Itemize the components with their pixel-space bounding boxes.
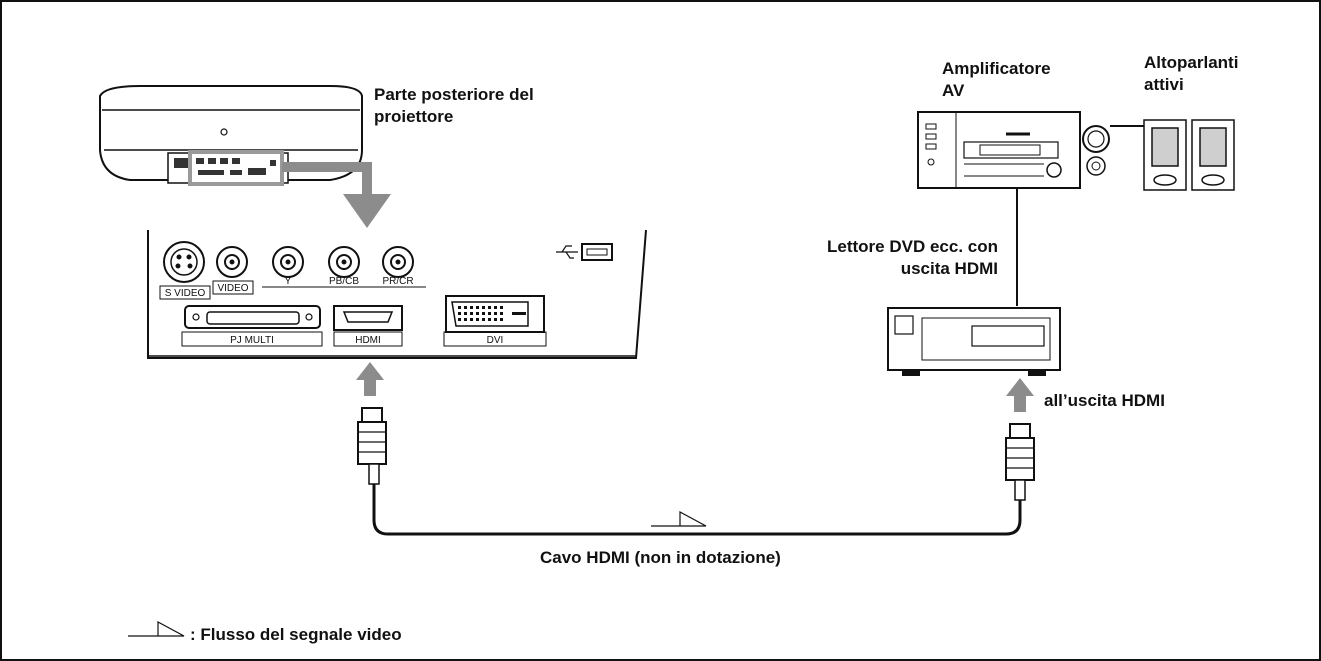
label-active-speakers: Altoparlanti attivi bbox=[1144, 52, 1238, 96]
label-line: proiettore bbox=[374, 107, 454, 126]
label-line: Parte posteriore del bbox=[374, 85, 534, 104]
zoom-arrow bbox=[282, 162, 391, 228]
label-line: Amplificatore bbox=[942, 59, 1051, 78]
label-line: Lettore DVD ecc. con bbox=[827, 237, 998, 256]
legend-label: : Flusso del segnale video bbox=[190, 625, 402, 644]
label-line: AV bbox=[942, 81, 965, 100]
hdmi-in-arrow bbox=[356, 362, 384, 396]
port-label-dvi: DVI bbox=[487, 335, 504, 346]
dvd-player-icon bbox=[887, 307, 1061, 376]
label-line: Altoparlanti bbox=[1144, 53, 1239, 72]
port-label-video: VIDEO bbox=[217, 283, 248, 294]
label-hdmi-cable: Cavo HDMI (non in dotazione) bbox=[540, 548, 781, 567]
av-amplifier-icon bbox=[917, 111, 1110, 189]
hdmi-cable bbox=[357, 407, 1035, 536]
port-label-pb-cb: PB/CB bbox=[329, 276, 359, 287]
label-line: uscita HDMI bbox=[900, 259, 998, 278]
active-speakers-icon bbox=[1143, 119, 1235, 191]
port-label-hdmi: HDMI bbox=[355, 335, 381, 346]
port-label-s-video: S VIDEO bbox=[165, 288, 206, 299]
label-to-hdmi-output: all’uscita HDMI bbox=[1044, 391, 1165, 410]
label-line: attivi bbox=[1144, 75, 1184, 94]
legend-arrow-icon bbox=[128, 620, 185, 637]
label-av-amplifier: Amplificatore AV bbox=[942, 58, 1051, 102]
hdmi-out-arrow bbox=[1006, 378, 1034, 412]
port-label-y: Y bbox=[285, 276, 292, 287]
port-label-pr-cr: PR/CR bbox=[382, 276, 413, 287]
signal-flow-arrow-icon bbox=[651, 510, 707, 527]
connector-panel bbox=[147, 229, 647, 359]
label-projector-rear: Parte posteriore del proiettore bbox=[374, 84, 534, 128]
label-dvd-player: Lettore DVD ecc. con uscita HDMI bbox=[744, 236, 998, 280]
port-label-pj-multi: PJ MULTI bbox=[230, 335, 274, 346]
